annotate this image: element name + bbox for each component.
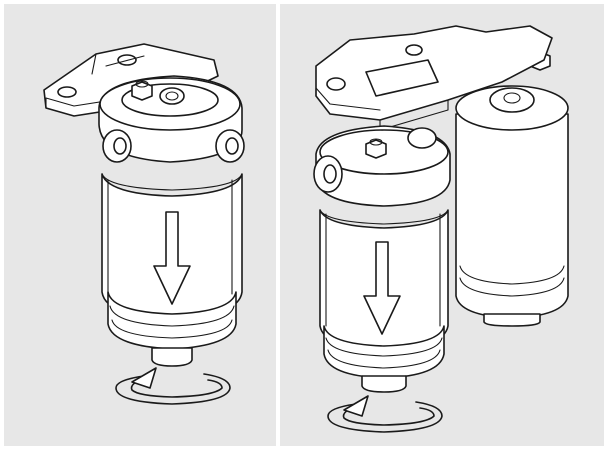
front-filter-head [313,125,451,207]
down-arrow-icon [363,241,401,335]
rotate-icon [327,395,443,433]
mounting-bracket [43,43,219,117]
rear-filter [455,50,569,327]
down-arrow-icon [153,211,191,305]
panel-double-filter [280,4,604,446]
filter-head [98,75,245,163]
panel-single-filter [4,4,276,446]
rotate-icon [115,367,231,405]
single-filter-drawing [43,43,245,405]
double-filter-drawing [313,25,569,433]
mounting-bracket [315,25,553,131]
